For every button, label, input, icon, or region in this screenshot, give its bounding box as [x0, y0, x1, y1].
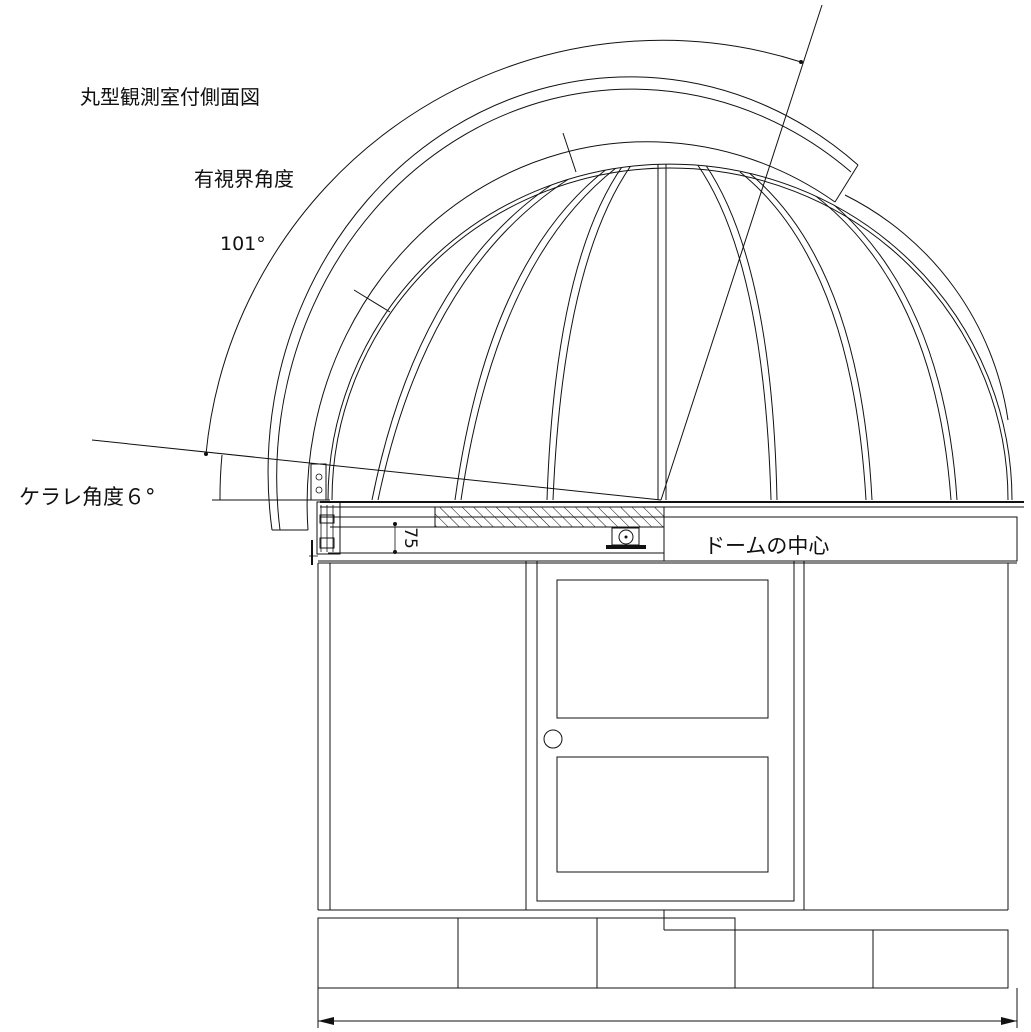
- width-dimension: [317, 988, 1018, 1028]
- foundation: [317, 917, 1009, 989]
- dimension-75: 75: [400, 527, 420, 549]
- door-panel-upper: [556, 579, 769, 719]
- view-angle-label: 有視界角度: [194, 167, 294, 191]
- hatched-beam: [434, 506, 665, 528]
- base-ring: [318, 501, 1024, 564]
- dome-shutter: [267, 76, 859, 531]
- door-knob: [543, 729, 563, 749]
- height-dimension: [393, 522, 397, 554]
- arc-endpoint-upper: [799, 60, 803, 64]
- arc-endpoint-lower: [204, 452, 208, 456]
- vignette-angle-arc: [219, 454, 223, 501]
- building: [317, 563, 1009, 931]
- vignette-line: [91, 439, 662, 501]
- door: [525, 560, 805, 911]
- dome: [327, 163, 1013, 501]
- view-angle-value: 101°: [220, 233, 266, 255]
- view-angle-line: [660, 4, 823, 501]
- drawing-title: 丸型観測室付側面図: [80, 85, 260, 109]
- dome-center-label: ドームの中心: [704, 534, 829, 558]
- view-angle-arc: [205, 39, 802, 455]
- roller-wheel: [606, 527, 646, 549]
- left-bracket: [309, 463, 341, 565]
- door-panel-lower: [556, 756, 769, 873]
- vignette-angle-label: ケラレ角度６°: [19, 485, 156, 509]
